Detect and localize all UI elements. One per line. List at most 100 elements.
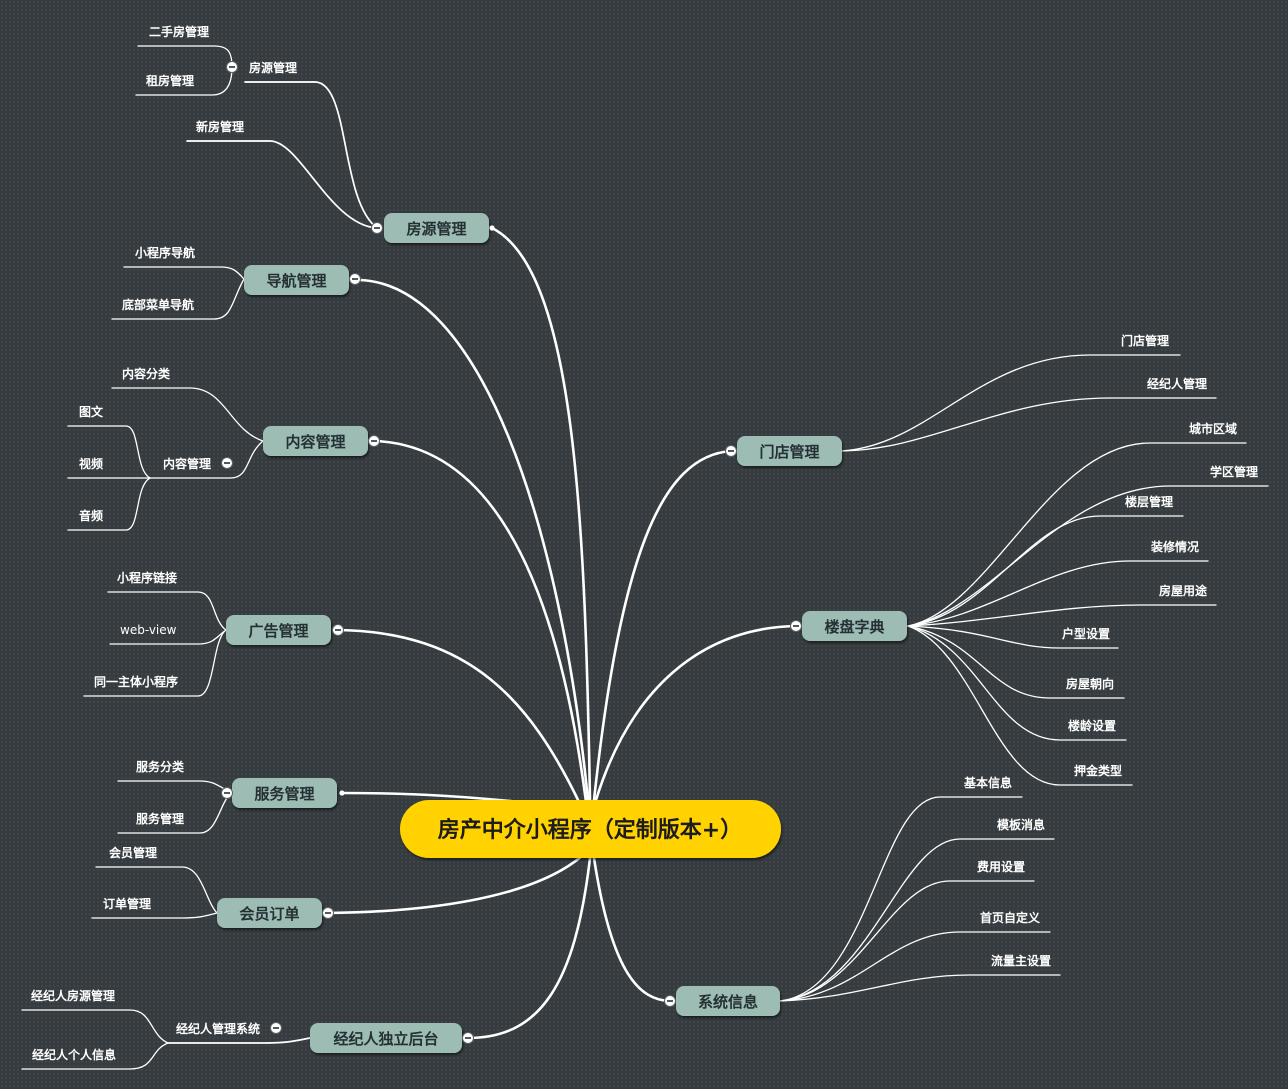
attach-dot bbox=[489, 225, 495, 231]
link-root-daohang bbox=[358, 278, 590, 802]
collapse-toggle-icon[interactable] bbox=[462, 1032, 474, 1044]
link-root-guanggao bbox=[336, 628, 582, 806]
leaf-topic-label[interactable]: 会员管理 bbox=[109, 845, 157, 860]
leaf-topic-label[interactable]: 房屋用途 bbox=[1159, 583, 1208, 598]
branch-node-label: 广告管理 bbox=[248, 622, 308, 640]
sub-topic-label[interactable]: 房源管理 bbox=[249, 60, 297, 75]
link-jingjirensub-geren bbox=[21, 1042, 169, 1070]
leaf-topic-label[interactable]: 音频 bbox=[79, 508, 103, 523]
branch-node-bg bbox=[802, 611, 907, 641]
link-root-jingjiren bbox=[466, 856, 592, 1040]
branch-node-label: 经纪人独立后台 bbox=[333, 1030, 438, 1048]
branch-node-xitong[interactable]: 系统信息 bbox=[676, 986, 780, 1016]
branch-node-daohang[interactable]: 导航管理 bbox=[244, 265, 349, 295]
collapse-toggle-icon[interactable] bbox=[790, 620, 802, 632]
collapse-toggle-icon[interactable] bbox=[221, 787, 233, 799]
link-xitong-moban bbox=[779, 838, 1055, 1002]
link-xitong-shouye bbox=[779, 931, 1051, 1002]
leaf-topic-label[interactable]: 小程序链接 bbox=[117, 570, 177, 585]
link-root-xitong bbox=[592, 856, 672, 1003]
link-xitong-liuliang bbox=[779, 974, 1061, 1002]
collapse-toggle-icon[interactable] bbox=[349, 273, 361, 285]
branch-node-bg bbox=[263, 426, 368, 456]
leaf-topic-label[interactable]: 押金类型 bbox=[1074, 763, 1122, 778]
branch-node-jingjiren[interactable]: 经纪人独立后台 bbox=[310, 1023, 462, 1053]
branch-node-loupan[interactable]: 楼盘字典 bbox=[802, 611, 907, 641]
leaf-topic-label[interactable]: 底部菜单导航 bbox=[122, 297, 194, 312]
leaf-topic-label[interactable]: 房屋朝向 bbox=[1066, 676, 1114, 691]
link-loupan-louling bbox=[907, 625, 1127, 741]
collapse-toggle-icon[interactable] bbox=[270, 1022, 282, 1034]
leaf-topic-label[interactable]: 首页自定义 bbox=[980, 910, 1041, 925]
collapse-toggle-icon[interactable] bbox=[332, 624, 344, 636]
leaf-topic-label[interactable]: 服务管理 bbox=[136, 811, 184, 826]
collapse-toggle-icon[interactable] bbox=[221, 457, 233, 469]
link-loupan-louceng bbox=[907, 515, 1184, 627]
link-root-fangyuan bbox=[490, 226, 592, 802]
link-loupan-xuequ bbox=[907, 485, 1269, 627]
leaf-topic-label[interactable]: 学区管理 bbox=[1210, 464, 1258, 479]
branch-node-mendian[interactable]: 门店管理 bbox=[737, 436, 842, 466]
sub-topic-label[interactable]: 内容管理 bbox=[163, 456, 211, 471]
link-loupan-huxing bbox=[907, 625, 1119, 649]
branch-node-fuwu[interactable]: 服务管理 bbox=[232, 778, 337, 808]
collapse-toggle-icon[interactable] bbox=[664, 995, 676, 1007]
leaf-topic-label[interactable]: 模板消息 bbox=[997, 817, 1045, 832]
collapse-toggle-icon[interactable] bbox=[226, 61, 238, 73]
branch-node-huiyuan[interactable]: 会员订单 bbox=[217, 898, 322, 928]
branch-node-label: 房源管理 bbox=[406, 220, 466, 238]
leaf-topic-label[interactable]: 二手房管理 bbox=[149, 24, 209, 39]
leaf-topic-label[interactable]: 楼龄设置 bbox=[1068, 718, 1116, 733]
leaf-topic-label[interactable]: 视频 bbox=[79, 456, 103, 471]
leaf-topic-label[interactable]: 费用设置 bbox=[977, 859, 1025, 874]
leaf-topic-label[interactable]: 装修情况 bbox=[1150, 539, 1199, 554]
leaf-topic-label[interactable]: 门店管理 bbox=[1121, 333, 1169, 348]
link-mendian-jingjiren bbox=[841, 397, 1217, 452]
collapse-toggle-icon[interactable] bbox=[725, 445, 737, 457]
branch-node-label: 楼盘字典 bbox=[824, 618, 884, 636]
link-neirongsub-yinpin bbox=[67, 477, 151, 531]
leaf-topic-label[interactable]: 服务分类 bbox=[136, 759, 185, 774]
sub-topic-label[interactable]: 新房管理 bbox=[196, 119, 244, 134]
leaf-topic-label[interactable]: 楼层管理 bbox=[1125, 494, 1173, 509]
leaf-topic-label[interactable]: 城市区域 bbox=[1189, 421, 1237, 436]
branch-node-bg bbox=[244, 265, 349, 295]
leaf-topic-label[interactable]: 租房管理 bbox=[146, 73, 194, 88]
root-node[interactable]: 房产中介小程序（定制版本+） bbox=[400, 800, 781, 858]
leaf-topic-label[interactable]: 同一主体小程序 bbox=[94, 674, 178, 689]
leaf-topic-label[interactable]: 图文 bbox=[79, 404, 104, 419]
collapse-toggle-icon[interactable] bbox=[368, 435, 380, 447]
branch-node-neirong[interactable]: 内容管理 bbox=[263, 426, 368, 456]
root-node-bg bbox=[400, 800, 781, 858]
collapse-toggle-icon[interactable] bbox=[371, 222, 383, 234]
link-guanggao-zhuti bbox=[83, 629, 227, 697]
sub-topic-label[interactable]: 经纪人管理系统 bbox=[176, 1021, 260, 1036]
link-loupan-yajin bbox=[907, 625, 1133, 786]
sub-topic-label[interactable]: 内容分类 bbox=[122, 366, 171, 381]
link-huiyuan-huiyuanguanli bbox=[95, 866, 218, 914]
leaf-topic-label[interactable]: 经纪人管理 bbox=[1147, 376, 1207, 391]
leaf-topic-label[interactable]: 订单管理 bbox=[103, 896, 151, 911]
leaf-topic-label[interactable]: 户型设置 bbox=[1062, 626, 1110, 641]
branch-node-label: 导航管理 bbox=[266, 272, 326, 290]
link-neirongsub-tuwen bbox=[67, 425, 151, 479]
branch-node-label: 系统信息 bbox=[698, 993, 758, 1011]
leaf-topic-label[interactable]: 基本信息 bbox=[963, 775, 1012, 790]
leaf-topic-label[interactable]: 流量主设置 bbox=[991, 953, 1051, 968]
connectors bbox=[21, 45, 1269, 1070]
branch-node-bg bbox=[226, 615, 331, 645]
link-loupan-zhuangxiu bbox=[907, 560, 1209, 627]
link-xitong-feiyong bbox=[779, 880, 1035, 1002]
link-jingjirensub-fangyuan bbox=[21, 1009, 169, 1044]
collapse-toggles bbox=[221, 61, 802, 1044]
leaf-topic-label[interactable]: 小程序导航 bbox=[135, 245, 195, 260]
link-xitong-jiben bbox=[779, 796, 1023, 1002]
leaf-topic-label[interactable]: 经纪人个人信息 bbox=[32, 1047, 116, 1062]
branch-node-fangyuan[interactable]: 房源管理 bbox=[384, 213, 489, 243]
leaf-topic-label[interactable]: web-view bbox=[120, 623, 177, 637]
leaf-topic-label[interactable]: 经纪人房源管理 bbox=[31, 988, 115, 1003]
branch-node-guanggao[interactable]: 广告管理 bbox=[226, 615, 331, 645]
link-daohang-xiaochengxu bbox=[123, 266, 245, 280]
collapse-toggle-icon[interactable] bbox=[322, 907, 334, 919]
